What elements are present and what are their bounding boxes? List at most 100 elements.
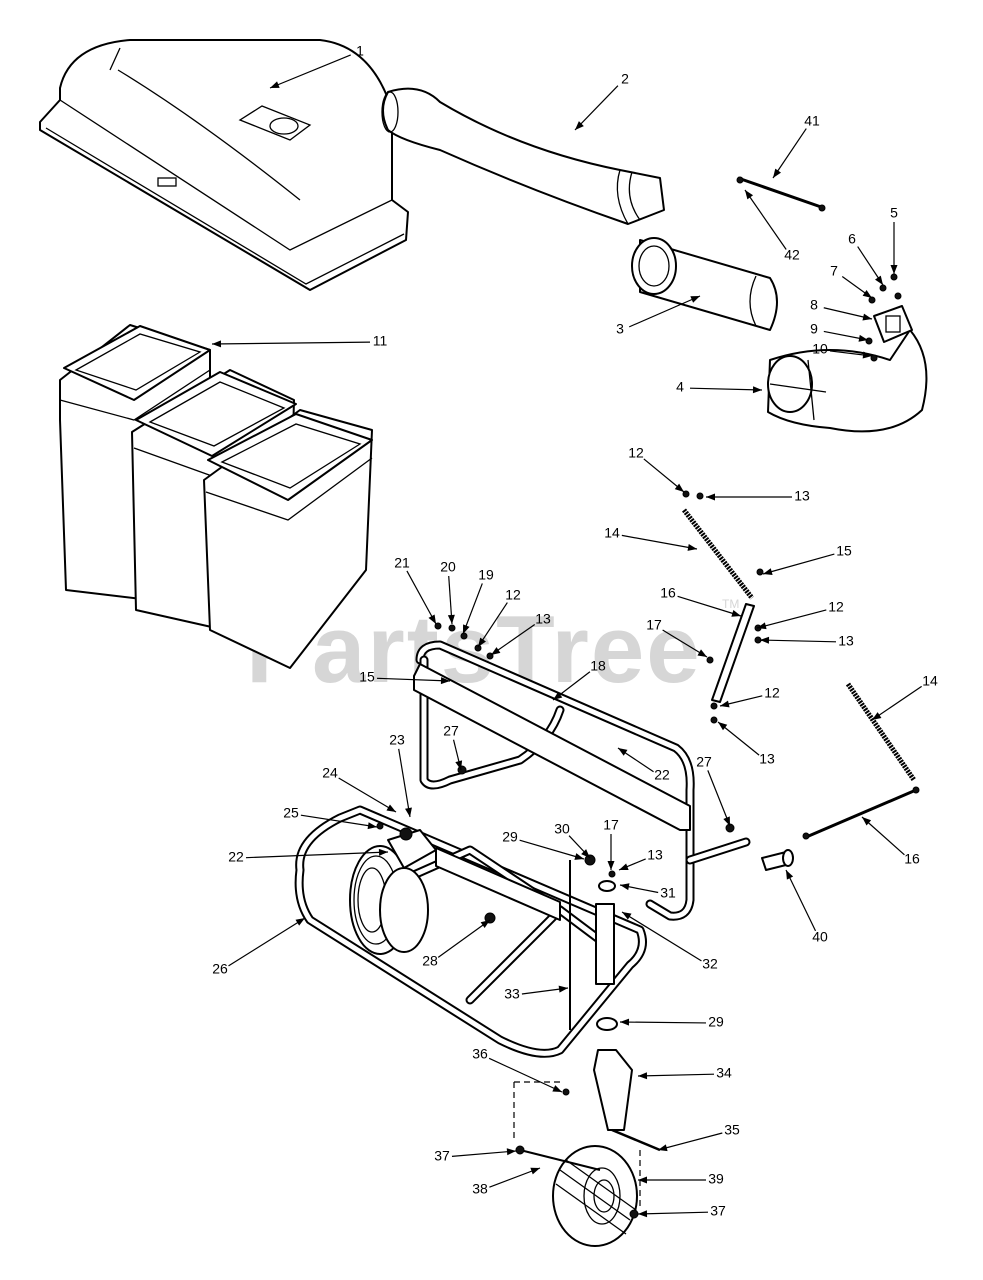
callout-c29b: 29 xyxy=(619,1014,724,1030)
callout-arrowhead xyxy=(552,1085,562,1092)
callout-c31: 31 xyxy=(619,883,676,901)
callout-c38: 38 xyxy=(472,1167,541,1197)
callout-c32: 32 xyxy=(621,911,718,972)
callout-number: 14 xyxy=(922,673,938,689)
callout-arrowhead xyxy=(618,748,628,756)
callout-c27b: 27 xyxy=(696,754,731,827)
part-14-spring-left xyxy=(682,508,754,600)
callout-c27a: 27 xyxy=(443,723,463,771)
callout-number: 12 xyxy=(628,445,644,461)
part-4-elbow xyxy=(767,329,928,433)
callout-arrowhead xyxy=(720,700,730,708)
callout-number: 7 xyxy=(830,263,838,279)
callout-leader xyxy=(744,189,787,250)
callout-arrowhead xyxy=(558,985,568,993)
part-1-hopper-cover xyxy=(39,39,409,291)
callout-arrowhead xyxy=(862,290,872,298)
callout-c3: 3 xyxy=(616,295,701,337)
callout-arrowhead xyxy=(875,275,883,285)
callout-leader xyxy=(619,1021,707,1024)
callout-number: 27 xyxy=(696,754,712,770)
callout-arrowhead xyxy=(386,804,396,812)
callout-c12d: 12 xyxy=(477,587,521,648)
hardware-fasteners xyxy=(376,490,920,924)
callout-c25: 25 xyxy=(283,805,378,830)
callout-arrowhead xyxy=(862,313,872,321)
callout-leader xyxy=(621,534,698,550)
callout-leader xyxy=(689,387,763,391)
callout-number: 25 xyxy=(283,805,299,821)
callout-arrowhead xyxy=(463,624,470,634)
callout-leader xyxy=(677,595,742,617)
part-22-bracket xyxy=(387,827,437,869)
callout-c26: 26 xyxy=(212,917,306,977)
callout-leader xyxy=(451,1150,517,1157)
callout-number: 21 xyxy=(394,555,410,571)
part-26-base-frame xyxy=(294,805,647,1058)
callout-c28: 28 xyxy=(422,919,491,969)
callout-arrowhead xyxy=(638,1072,648,1080)
callout-number: 5 xyxy=(890,205,898,221)
callout-number: 23 xyxy=(389,732,405,748)
callout-arrowhead xyxy=(723,816,730,826)
callout-number: 29 xyxy=(502,829,518,845)
callout-number: 37 xyxy=(434,1148,450,1164)
callout-number: 12 xyxy=(505,587,521,603)
caster-assembly xyxy=(513,860,661,1247)
callout-number: 37 xyxy=(710,1203,726,1219)
callout-leader xyxy=(772,128,807,179)
callout-leader xyxy=(574,85,619,131)
callout-number: 38 xyxy=(472,1181,488,1197)
callout-number: 3 xyxy=(616,321,624,337)
callout-arrowhead xyxy=(480,920,490,929)
callout-arrowhead xyxy=(581,849,590,858)
rear-wheel xyxy=(349,845,429,955)
callout-leader xyxy=(871,685,922,721)
callout-arrowhead xyxy=(506,1148,516,1156)
callout-c40: 40 xyxy=(785,869,828,945)
part-tongue xyxy=(685,837,751,865)
callout-leader xyxy=(762,553,835,575)
callout-c7: 7 xyxy=(830,263,873,299)
callout-arrowhead xyxy=(553,691,563,700)
callout-c39: 39 xyxy=(638,1171,724,1187)
callout-c1: 1 xyxy=(269,43,364,89)
part-5-10-bracket xyxy=(865,273,913,362)
callout-c30: 30 xyxy=(554,821,591,859)
callout-arrowhead xyxy=(620,1018,630,1026)
callout-number: 31 xyxy=(660,885,676,901)
callout-c18: 18 xyxy=(552,658,606,701)
callout-number: 42 xyxy=(784,247,800,263)
callout-c13b: 13 xyxy=(759,633,854,649)
callout-arrowhead xyxy=(706,493,715,501)
callout-leader xyxy=(462,583,483,635)
callout-leader xyxy=(406,570,437,625)
callout-arrowhead xyxy=(862,817,872,826)
callout-number: 20 xyxy=(440,559,456,575)
callout-c36: 36 xyxy=(472,1046,563,1093)
callout-arrowhead xyxy=(872,712,882,720)
callout-c5: 5 xyxy=(890,205,898,274)
callout-arrowhead xyxy=(890,265,898,274)
callout-c12a: 12 xyxy=(628,445,685,493)
callout-leader xyxy=(759,639,837,643)
callout-number: 29 xyxy=(708,1014,724,1030)
callout-c20: 20 xyxy=(440,559,456,625)
callout-c22b: 22 xyxy=(228,849,389,865)
callout-arrowhead xyxy=(455,760,463,770)
callout-number: 13 xyxy=(535,611,551,627)
part-2-upper-chute xyxy=(381,87,665,225)
callout-leader xyxy=(785,869,817,932)
callout-number: 4 xyxy=(676,379,684,395)
callout-c37a: 37 xyxy=(434,1148,517,1164)
callout-c15b: 15 xyxy=(359,669,451,685)
callout-leader xyxy=(269,54,351,89)
callout-leader xyxy=(756,609,827,629)
callout-arrowhead xyxy=(757,622,767,630)
callout-number: 41 xyxy=(804,113,820,129)
callout-leader xyxy=(637,1073,715,1077)
watermark-trademark: TM xyxy=(722,597,739,611)
callout-number: 18 xyxy=(590,658,606,674)
callout-leader xyxy=(245,851,389,859)
callout-c16a: 16 xyxy=(660,585,742,617)
